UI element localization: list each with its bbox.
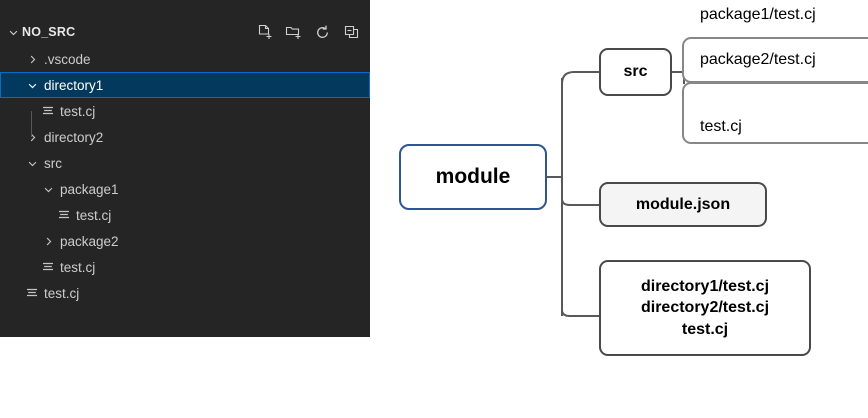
chevron-down-icon[interactable] [24,80,40,91]
tree-row-test-cj[interactable]: test.cj [0,254,370,280]
tree-row-label: package2 [60,233,119,249]
file-icon [40,105,56,117]
tree-row-label: test.cj [76,207,112,223]
file-tree: .vscode directory1 test.cj directory2 src pac… [0,46,370,306]
new-file-icon[interactable] [256,24,273,41]
explorer-title: NO_SRC [22,25,76,39]
module-structure-diagram: package2/test.cj test.cj package1/test.c… [380,0,868,418]
tree-row-label: src [44,155,62,171]
tree-row-package2[interactable]: package2 [0,228,370,254]
tree-row-package1[interactable]: package1 [0,176,370,202]
tree-row-label: test.cj [60,259,96,275]
refresh-icon[interactable] [314,24,331,41]
tree-row-directory2[interactable]: directory2 [0,124,370,150]
chevron-down-icon[interactable] [4,27,22,38]
indent-guide [31,111,32,137]
file-icon [40,261,56,273]
tree-row-label: test.cj [44,285,80,301]
tree-row-label: test.cj [60,103,96,119]
tree-row-test-cj[interactable]: test.cj [0,98,370,124]
explorer-actions [256,20,360,44]
node-directories-line2: directory2/test.cj [640,299,770,317]
file-icon [24,287,40,299]
chevron-right-icon[interactable] [40,236,56,247]
vscode-explorer-panel: NO_SRC [0,0,370,337]
node-module-label: module [435,165,511,188]
node-module[interactable]: module [399,144,547,210]
tree-row-label: directory1 [44,77,104,93]
node-directories[interactable]: directory1/test.cj directory2/test.cj te… [599,260,811,356]
node-package2-test-label: package2/test.cj [700,51,816,68]
tree-row-label: .vscode [44,51,91,67]
chevron-right-icon[interactable] [24,132,40,143]
tree-row--vscode[interactable]: .vscode [0,46,370,72]
collapse-all-icon[interactable] [343,24,360,41]
tree-row-src[interactable]: src [0,150,370,176]
node-package2-test[interactable]: package2/test.cj [682,37,868,83]
node-src[interactable]: src [599,48,672,96]
node-module-json-label: module.json [635,195,731,213]
chevron-down-icon[interactable] [24,158,40,169]
tree-row-directory1[interactable]: directory1 [0,72,370,98]
node-src-test-label: test.cj [700,118,742,135]
node-module-json[interactable]: module.json [599,182,767,227]
file-icon [56,209,72,221]
tree-row-test-cj[interactable]: test.cj [0,280,370,306]
node-directories-line1: directory1/test.cj [640,277,770,295]
tree-row-label: package1 [60,181,119,197]
node-src-test[interactable]: test.cj [682,82,868,144]
chevron-down-icon[interactable] [40,184,56,195]
tree-row-test-cj[interactable]: test.cj [0,202,370,228]
node-src-label: src [623,63,648,80]
new-folder-icon[interactable] [285,24,302,41]
tree-row-label: directory2 [44,129,104,145]
explorer-header[interactable]: NO_SRC [0,20,370,44]
chevron-right-icon[interactable] [24,54,40,65]
node-directories-line3: test.cj [681,320,729,338]
node-package1-test-label: package1/test.cj [700,6,816,23]
